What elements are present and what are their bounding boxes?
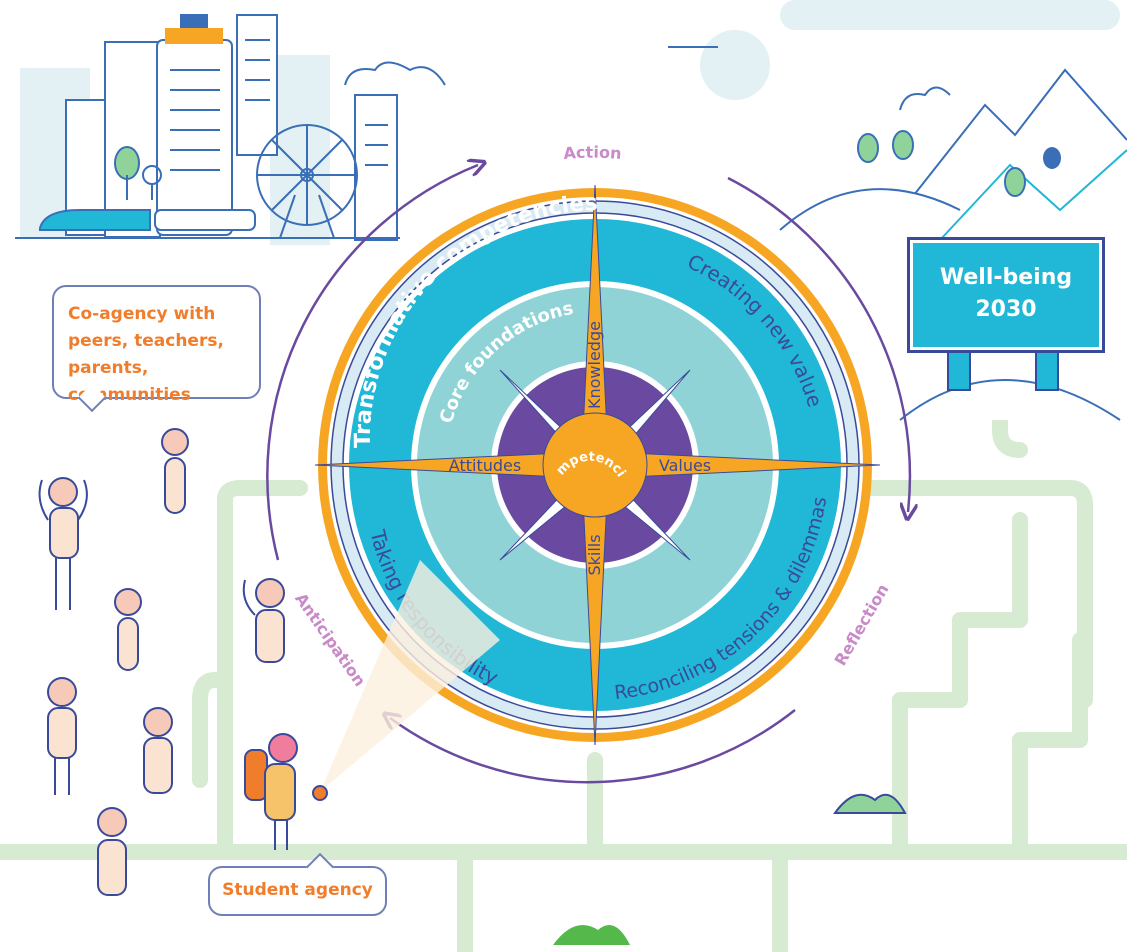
callout-student-agency: Student agency <box>208 852 387 916</box>
sign-line-1: Well-being <box>939 265 1073 290</box>
tree-icon <box>857 130 1061 197</box>
ferris-wheel-icon <box>256 124 358 239</box>
callout-student-agency-text: Student agency <box>222 880 373 900</box>
label-values: Values <box>659 456 711 475</box>
student-figure <box>244 560 500 850</box>
compass-star <box>314 184 881 746</box>
path-network <box>0 392 1127 952</box>
cycle-label-action: Action <box>563 143 623 163</box>
backpack-icon <box>244 749 268 801</box>
cycle-arrows <box>266 165 910 784</box>
sun-shape <box>700 30 770 100</box>
person-icon <box>38 428 285 896</box>
label-attitudes: Attitudes <box>449 456 521 475</box>
train-icon <box>39 209 256 231</box>
label-skills: Skills <box>585 534 604 575</box>
mountains-icon <box>779 68 1127 241</box>
bush-icon <box>833 793 907 814</box>
label-knowledge: Knowledge <box>585 321 604 409</box>
wellbeing-signboard: Well-being 2030 <box>907 237 1105 353</box>
tree-icon <box>114 146 162 200</box>
cloud-shape <box>780 0 1120 30</box>
city-skyline-icon <box>15 14 446 245</box>
sign-line-2: 2030 <box>975 297 1037 322</box>
bush-icon <box>553 925 630 945</box>
callout-coagency: Co-agency with peers, teachers, parents,… <box>52 285 261 413</box>
signboard-posts <box>899 339 1121 421</box>
